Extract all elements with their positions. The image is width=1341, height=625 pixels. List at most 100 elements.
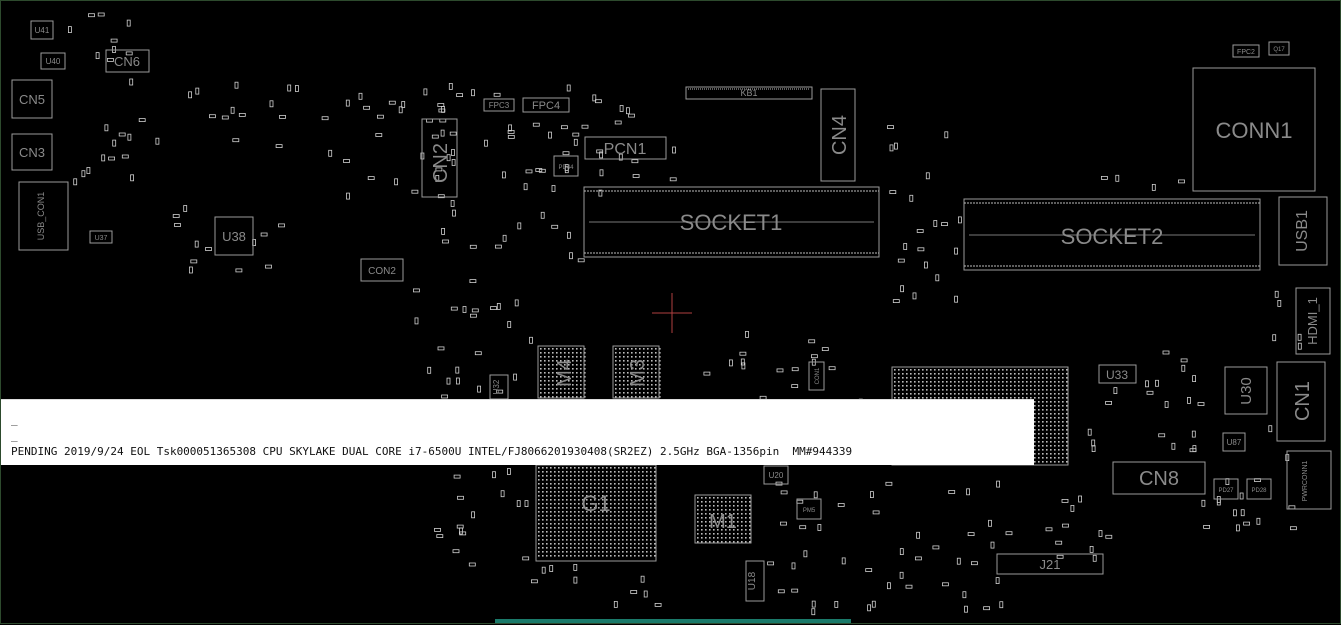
bga-ball [630,531,632,533]
m1-component[interactable]: M1 [694,494,752,544]
bga-ball [554,495,556,497]
bga-ball [970,389,972,391]
pd28-component[interactable]: PD28 [1246,478,1272,500]
bga-ball [610,467,612,469]
bga-ball [962,393,964,395]
m4-component[interactable]: M4 [537,345,585,399]
bga-ball [564,396,566,398]
u32-component[interactable]: U32 [489,374,509,400]
pd27-component[interactable]: PD27 [1213,478,1239,500]
bga-ball [986,397,988,399]
bga-ball [1018,393,1020,395]
bga-ball [546,483,548,485]
cn6-component[interactable]: CN6 [105,49,150,73]
pad-clusters [68,12,1302,616]
bga-ball [630,507,632,509]
bga-ball [554,483,556,485]
hdmi1-component[interactable]: HDMI_1 [1295,287,1331,355]
bga-ball [570,515,572,517]
cn1-component[interactable]: CN1 [1276,361,1326,442]
cn8-component[interactable]: CN8 [1112,461,1206,495]
u18-component[interactable]: U18 [745,560,765,602]
pad [230,106,235,114]
bga-ball [650,511,652,513]
bga-ball [962,397,964,399]
bga-ball [705,537,707,539]
u20-component[interactable]: U20 [763,465,789,485]
u38-component[interactable]: U38 [214,216,254,256]
bga-ball [733,537,735,539]
kb1-component[interactable]: KB1 [685,86,813,100]
cn4-component[interactable]: CN4 [820,88,856,182]
bga-ball [898,389,900,391]
u30-component[interactable]: U30 [1224,366,1268,415]
j21-component[interactable]: J21 [996,553,1104,575]
bga-ball [721,497,723,499]
pad [1070,504,1075,512]
u87-component[interactable]: U87 [1222,432,1246,452]
bga-ball [1058,449,1060,451]
bga-ball [1042,401,1044,403]
bga-ball [1050,401,1052,403]
bga-ball [635,388,637,390]
con2-component[interactable]: CON2 [360,258,404,282]
cn2-component[interactable]: CN2 [421,118,458,198]
socket2-component[interactable]: SOCKET2 [963,198,1261,271]
cn3-component[interactable]: CN3 [11,133,53,171]
bga-ball [1054,429,1056,431]
bga-ball [1034,405,1036,407]
bga-ball [582,543,584,545]
u40-component[interactable]: U40 [40,52,66,70]
bga-ball [998,385,1000,387]
bga-ball [1058,381,1060,383]
pad [446,154,451,162]
bga-ball [615,368,617,370]
bga-ball [610,519,612,521]
bga-ball [562,539,564,541]
bga-ball [1058,405,1060,407]
pad [172,214,180,218]
pm5-component[interactable]: PM5 [796,498,822,520]
g1-component[interactable]: G1 [535,464,657,562]
bga-ball [578,547,580,549]
bga-ball [586,519,588,521]
u41-component[interactable]: U41 [30,20,54,40]
q17-component[interactable]: Q17 [1268,41,1290,56]
bga-ball [622,523,624,525]
bga-ball [982,393,984,395]
bga-ball [615,372,617,374]
bga-ball [630,467,632,469]
conn1-component[interactable]: CONN1 [1192,67,1316,192]
fpc4-component[interactable]: FPC4 [522,97,570,113]
pad [817,524,822,531]
fpc2-component[interactable]: FPC2 [1232,44,1260,58]
bga-ball [701,525,703,527]
bga-ball [1010,373,1012,375]
socket1-component[interactable]: SOCKET1 [583,186,880,258]
bga-ball [602,491,604,493]
bga-ball [568,368,570,370]
usb1-component[interactable]: USB1 [1278,196,1328,266]
bottom-scroll-indicator[interactable] [495,619,851,623]
bga-ball [582,467,584,469]
u37-component[interactable]: U37 [89,230,113,244]
bga-ball [938,385,940,387]
pwrconn1-component[interactable]: PWRCONN1 [1286,450,1332,510]
pcn1-component[interactable]: PCN1 [584,136,667,160]
pad [440,129,445,137]
bga-ball [562,503,564,505]
u33-component[interactable]: U33 [1098,364,1137,384]
pd44-component[interactable]: PD44 [553,155,579,177]
bga-ball [938,389,940,391]
bga-ball [642,495,644,497]
fpc3-component[interactable]: FPC3 [483,98,515,112]
m3-component[interactable]: M3 [612,345,660,399]
bga-ball [627,396,629,398]
bga-ball [554,511,556,513]
usb-con1-component[interactable]: USB_CON1 [18,181,69,251]
cn5-component[interactable]: CN5 [11,79,53,119]
bga-ball [646,503,648,505]
con1-component[interactable]: CON1 [808,361,825,391]
